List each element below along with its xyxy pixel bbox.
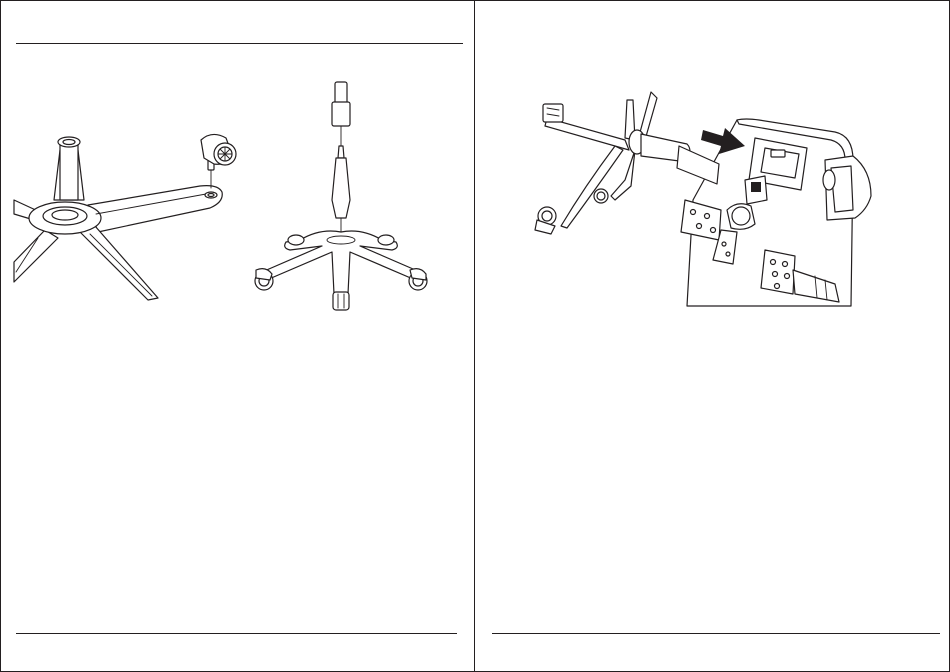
right-page: [475, 0, 950, 672]
left-page: [0, 0, 474, 672]
right-page-footer-rule: [492, 633, 940, 634]
left-page-footer-rule: [16, 633, 457, 634]
attach-base-to-seat-icon: [475, 0, 950, 330]
gas-lift-base-icon: [0, 0, 474, 330]
